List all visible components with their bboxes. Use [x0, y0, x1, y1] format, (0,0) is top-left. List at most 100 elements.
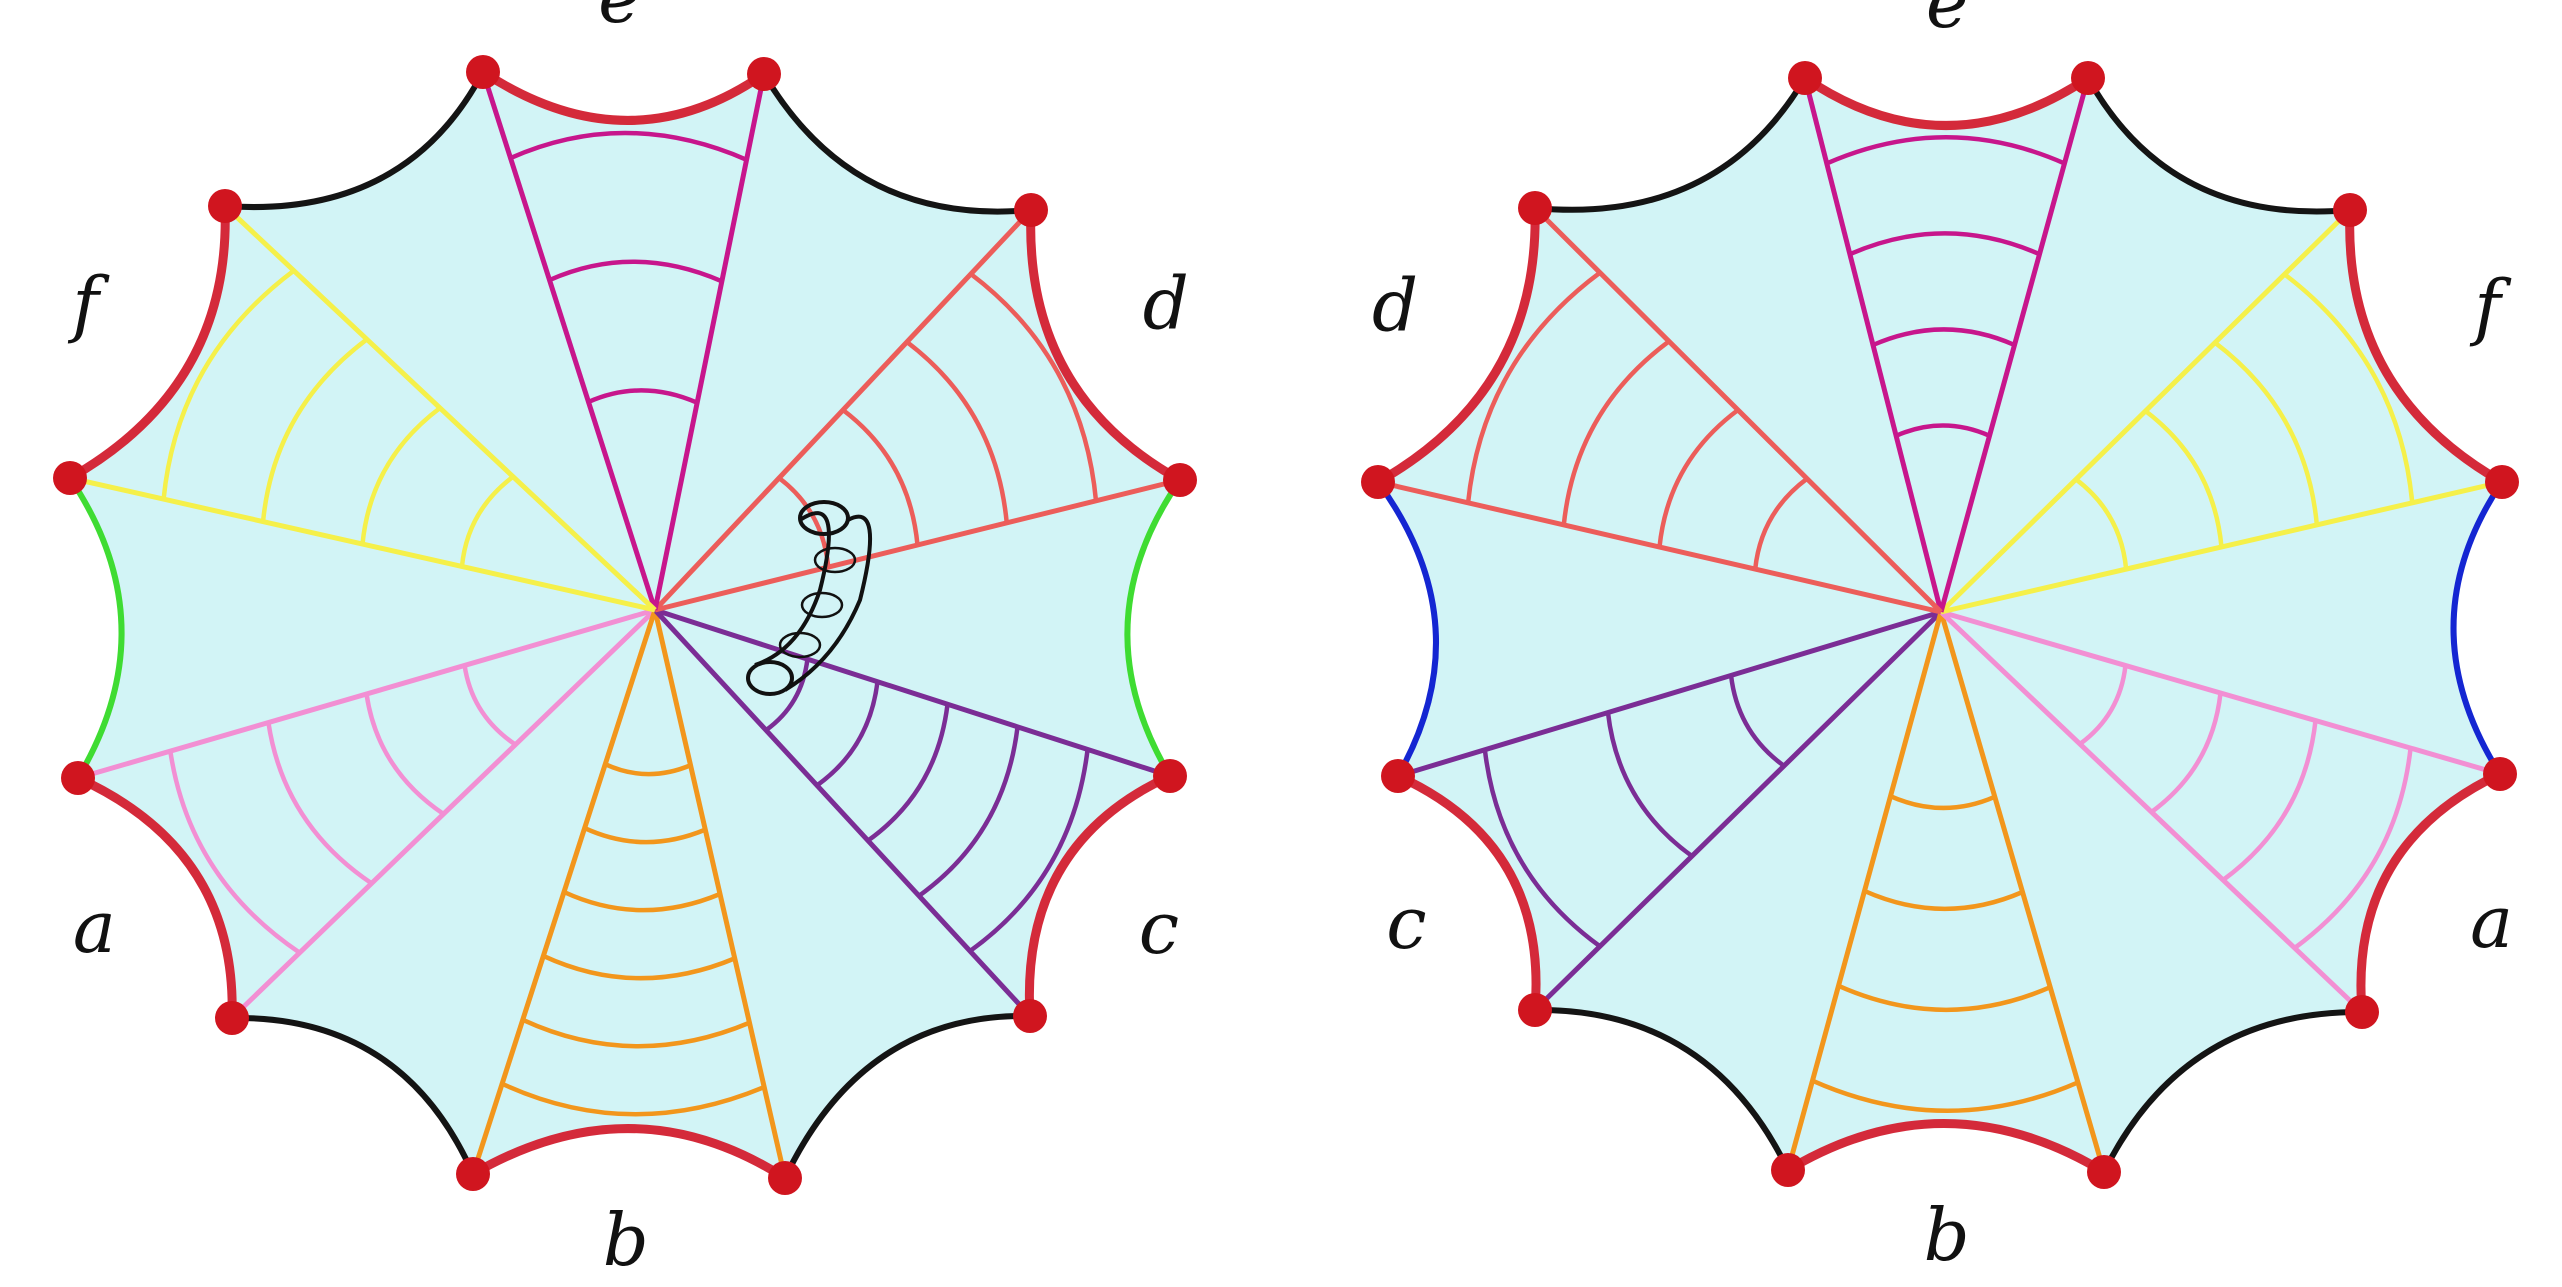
polygon-side: [1800, 73, 2093, 130]
polygon-vertex: [2071, 61, 2105, 95]
polygon-vertex: [1771, 1153, 1805, 1187]
wedge-arc: [917, 726, 1020, 898]
polygon-vertex: [1014, 193, 1048, 227]
wedge-arc: [1657, 408, 1740, 548]
edge-label-c: c: [1139, 886, 1179, 970]
polygon-side: [1532, 75, 1808, 213]
polygon-vertex: [1518, 191, 1552, 225]
polygon-vertex: [1153, 759, 1187, 793]
polygon-side: [2085, 75, 2353, 215]
wedge-arc: [1811, 1078, 2079, 1113]
wedge-arc: [1825, 135, 2066, 166]
polygon-vertex: [2345, 995, 2379, 1029]
wedge-arc: [563, 889, 721, 913]
wedge-arc: [1895, 423, 1991, 438]
wedge-arc: [1728, 675, 1786, 768]
polygon-vertex: [215, 1001, 249, 1035]
wedge-arc: [1848, 231, 2041, 257]
polygon-vertex: [61, 761, 95, 795]
wedge-arc: [509, 130, 748, 162]
wedge-spoke: [654, 607, 1171, 779]
wedge-arc: [501, 1081, 766, 1117]
wedge-arc: [1863, 888, 2024, 912]
polygon-side: [1373, 203, 1540, 487]
polygon-side: [1124, 477, 1183, 779]
wedge-arc: [866, 704, 950, 843]
polygon-vertex: [1361, 465, 1395, 499]
polygon-side: [65, 201, 230, 483]
polygon-side: [478, 67, 769, 125]
wedge-arc: [459, 474, 515, 567]
wedge-spoke: [652, 73, 767, 611]
polygon-side: [1393, 771, 1541, 1015]
wedge-arc: [905, 340, 1009, 524]
wedge-arc: [815, 681, 880, 788]
wedge-arc: [587, 388, 699, 405]
wedge-arc: [1482, 749, 1602, 949]
wedge-arc: [2293, 747, 2413, 950]
polygon-vertex: [2485, 465, 2519, 499]
tube-icon: [746, 500, 873, 696]
polygon-side: [761, 71, 1034, 215]
polygon-side: [2356, 769, 2505, 1017]
edge-label-e: e: [1926, 0, 1969, 44]
edge-label-b: b: [1924, 1193, 1970, 1277]
polygon-side: [1783, 1119, 2109, 1177]
wedge-arc: [1889, 794, 1996, 811]
wedge-arc: [1465, 270, 1602, 504]
wedge-arc: [841, 408, 920, 546]
wedge-arc: [168, 750, 301, 955]
polygon-vertex: [53, 461, 87, 495]
polygon-side: [1024, 771, 1175, 1021]
edge-label-a: a: [2470, 880, 2513, 964]
wedge-arc: [2213, 340, 2320, 526]
polygon-side: [229, 1014, 476, 1177]
wedge-arc: [260, 337, 369, 522]
polygon-vertex: [1518, 993, 1552, 1027]
polygon-side: [67, 475, 125, 781]
edge-label-f: f: [2469, 265, 2512, 349]
polygon-vertex: [2483, 757, 2517, 791]
wedge-spoke: [480, 71, 658, 611]
wedge-arc: [521, 1017, 751, 1049]
wedge-arc: [2283, 272, 2415, 504]
wedge-arc: [1837, 983, 2052, 1013]
edge-label-e: e: [598, 0, 641, 39]
edge-label-a: a: [73, 885, 116, 969]
polygon-vertex: [747, 57, 781, 91]
polygon-vertex: [1013, 999, 1047, 1033]
polygon-side: [73, 773, 237, 1023]
polygon-vertex: [466, 55, 500, 89]
wedge-arc: [1561, 339, 1671, 526]
wedge-arc: [968, 749, 1090, 953]
polygon-vertex: [208, 189, 242, 223]
polygon-side: [468, 1124, 790, 1183]
polygon-vertex: [456, 1157, 490, 1191]
wedge-arc: [604, 762, 692, 777]
polygon-vertex: [2333, 193, 2367, 227]
polygon-side: [2450, 479, 2505, 777]
polygon-vertex: [2087, 1155, 2121, 1189]
wedge-spoke: [1533, 610, 1943, 1012]
polygon-side: [1026, 205, 1185, 485]
wedge-arc: [364, 693, 445, 816]
wedge-arc: [161, 268, 296, 500]
wedge-arc: [360, 406, 442, 545]
wedge-arc: [462, 665, 517, 747]
polygon-side: [1375, 479, 1439, 779]
wedge-arc: [764, 658, 810, 733]
polygon-side: [2101, 1008, 2365, 1175]
wedge-arc: [583, 826, 707, 845]
wedge-arc: [2221, 720, 2318, 882]
edge-label-d: d: [1372, 263, 1418, 347]
polygon-side: [2345, 205, 2507, 487]
edge-label-d: d: [1143, 262, 1189, 346]
wedge-arc: [969, 272, 1099, 502]
wedge-arc: [1872, 327, 2016, 348]
polygon-vertex: [1788, 61, 1822, 95]
polygon-vertex: [1163, 463, 1197, 497]
